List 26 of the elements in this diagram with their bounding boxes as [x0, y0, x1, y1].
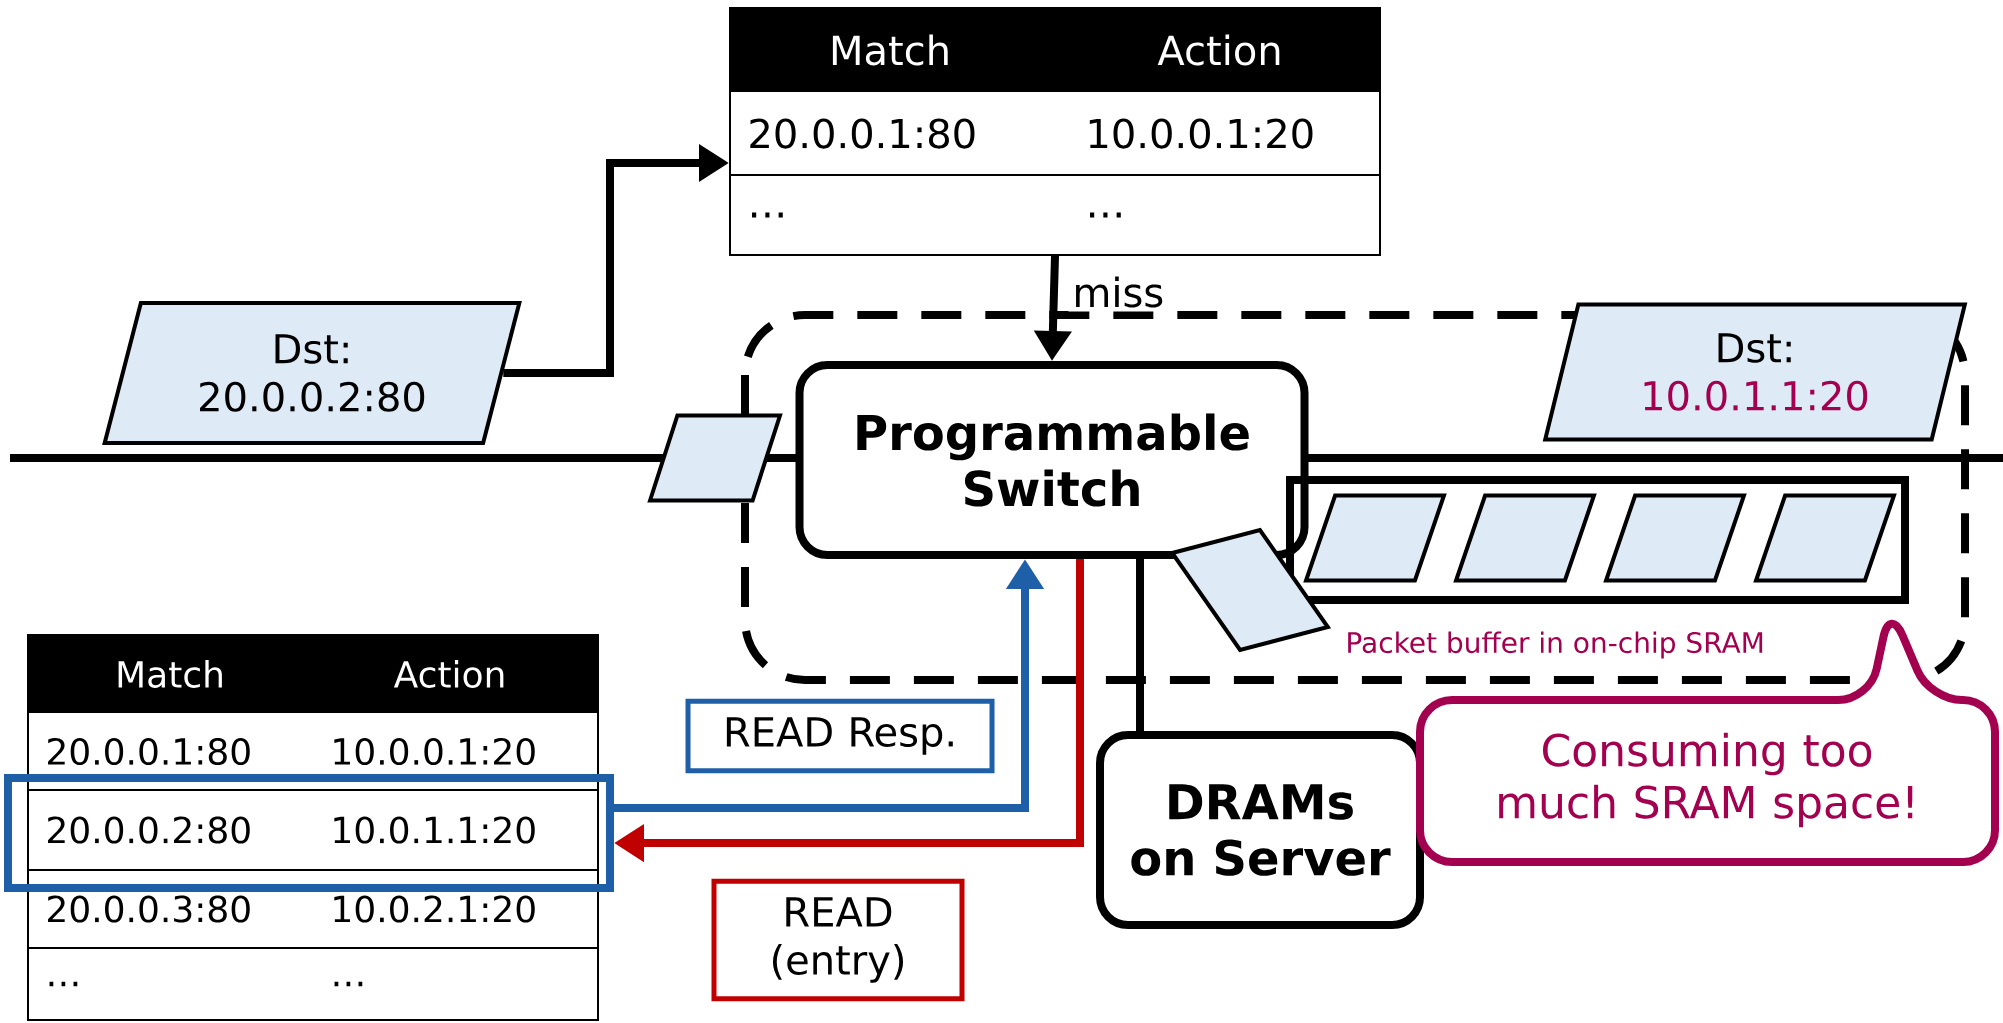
table-cell: 20.0.0.1:80 — [48, 737, 250, 766]
server-box: DRAMs on Server — [1096, 731, 1424, 929]
highlight-box — [4, 774, 614, 892]
table-cell: 20.0.0.1:80 — [750, 118, 975, 149]
packet-parallelogram: Dst: 20.0.0.2:80 — [102, 301, 522, 445]
table-cell: 10.0.2.1:20 — [334, 895, 535, 923]
table-cell: … — [1090, 212, 1121, 218]
column-header: Match — [118, 660, 222, 688]
node-label: Consuming too much SRAM space! — [1499, 732, 1913, 828]
edge-label: READ (entry) — [711, 878, 965, 1002]
table-cell: 10.0.0.1:20 — [334, 737, 535, 766]
table-cell: 10.0.0.1:20 — [1089, 118, 1313, 149]
column-header: Action — [1157, 34, 1280, 66]
table-cell: … — [334, 981, 363, 987]
table-cell: … — [752, 212, 783, 218]
table — [27, 634, 599, 1021]
edge-label: READ Resp. — [685, 698, 995, 774]
column-header: Match — [832, 34, 948, 66]
table-cell: 10.0.1.1:20 — [334, 816, 535, 844]
column-header: Action — [393, 660, 504, 688]
table-cell: 20.0.0.3:80 — [48, 895, 250, 923]
table — [729, 7, 1381, 256]
table-cell: 20.0.0.2:80 — [48, 816, 250, 844]
edge-label: miss — [1068, 272, 1169, 312]
switch-box: Programmable Switch — [795, 361, 1309, 559]
table-cell: … — [49, 981, 78, 987]
